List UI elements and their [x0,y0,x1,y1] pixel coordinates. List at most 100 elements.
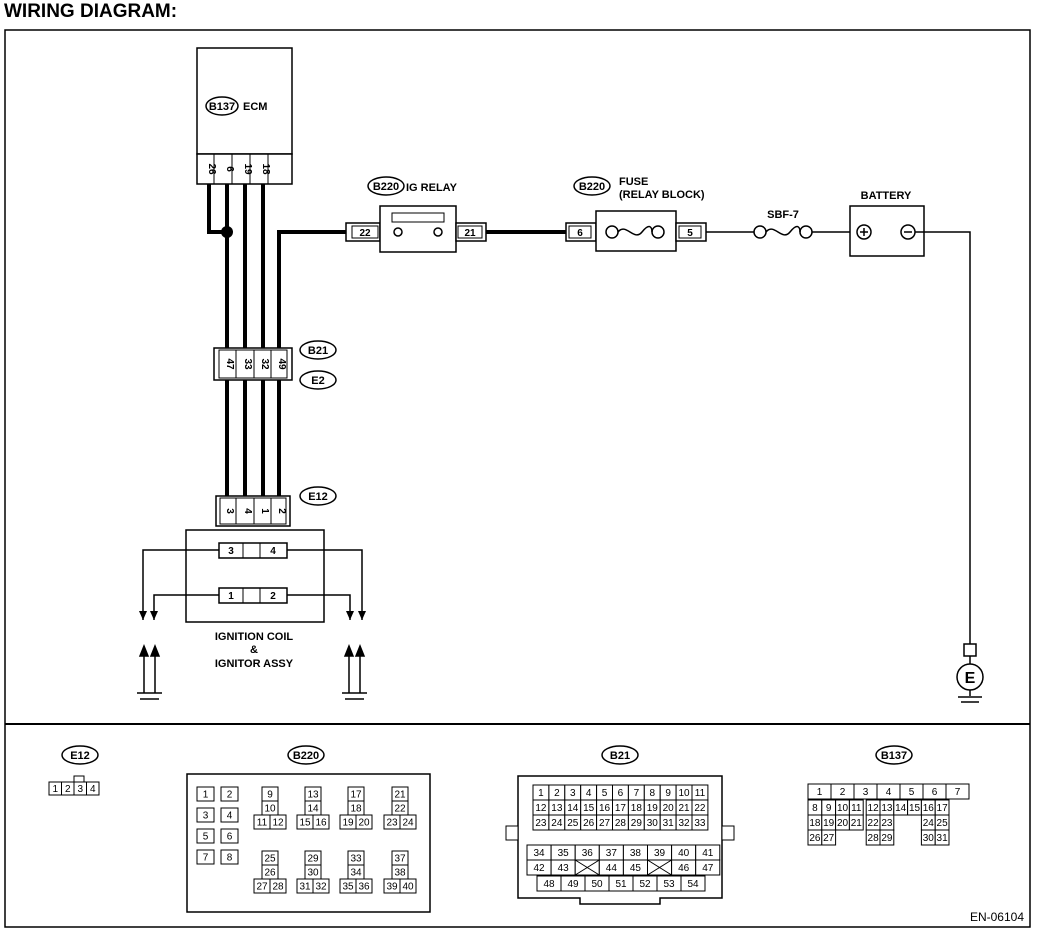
b21-terminal: 44 [598,859,624,876]
svg-text:35: 35 [558,848,570,859]
svg-text:15: 15 [909,803,921,814]
svg-text:18: 18 [350,804,362,815]
svg-text:12: 12 [272,818,284,829]
b21-terminal: 29 [627,814,645,831]
svg-text:29: 29 [631,818,643,829]
svg-text:27: 27 [256,882,268,893]
b137-terminal: 13 [879,799,895,816]
ecm-pin: 19 [242,163,253,175]
svg-text:54: 54 [687,879,699,890]
b220-terminal: 18 [347,800,365,816]
b137-terminal: 22 [865,814,881,831]
b21-terminal: 34 [526,844,552,861]
svg-text:7: 7 [634,788,640,799]
b137-terminal: 29 [879,829,895,846]
svg-text:41: 41 [702,848,714,859]
svg-text:2: 2 [65,784,71,795]
b21-terminal: 42 [526,859,552,876]
b21-terminal: 54 [680,875,706,892]
svg-text:9: 9 [665,788,671,799]
b21-terminal: 32 [675,814,693,831]
svg-text:11: 11 [695,788,706,799]
fuse-label-line1: FUSE [619,176,648,188]
b137-terminal: 9 [821,799,837,816]
b137-terminal: 7 [945,783,970,800]
e12-pin: 2 [276,508,287,514]
view-b21-tag: B21 [610,750,630,762]
b137-terminal: 23 [879,814,895,831]
b137-terminal: 28 [865,829,881,846]
svg-text:2: 2 [840,787,846,798]
ecm-unit: B137 ECM 26 6 19 18 [196,47,293,185]
b21-terminal: 12 [532,799,550,816]
svg-text:24: 24 [402,818,414,829]
b21-terminal: 43 [550,859,576,876]
b21-terminal: 33 [691,814,709,831]
svg-text:22: 22 [694,803,706,814]
svg-text:40: 40 [678,848,690,859]
ign-pin: 4 [270,546,276,557]
svg-text:19: 19 [823,818,835,829]
b220-terminal: 26 [261,864,279,880]
svg-text:16: 16 [315,818,327,829]
b21-terminal: 46 [671,859,697,876]
b220-terminal: 3 [196,807,215,823]
b220-terminal: 8 [220,849,239,865]
ign-pin: 1 [228,591,234,602]
ignition-coil-ignitor-assy: 3 4 1 2 IGNITION COIL & IGNITOR ASSY [185,529,325,670]
ig-relay-pin-left: 22 [359,228,371,239]
svg-text:9: 9 [267,790,273,801]
b21-terminal: 48 [536,875,562,892]
b21-terminal: 23 [532,814,550,831]
svg-text:10: 10 [837,803,849,814]
svg-text:31: 31 [299,882,311,893]
ecm-pin: 18 [260,163,271,175]
svg-text:26: 26 [264,868,276,879]
svg-text:18: 18 [631,803,643,814]
svg-text:1: 1 [817,787,823,798]
b21-terminal: 27 [596,814,613,831]
b137-terminal: 1 [807,783,832,800]
svg-text:34: 34 [533,848,545,859]
b21-terminal: 47 [695,859,721,876]
sbf-label: SBF-7 [767,209,799,221]
svg-text:3: 3 [203,811,209,822]
svg-text:25: 25 [567,818,579,829]
view-e12-tag: E12 [70,750,90,762]
b220-terminal: 21 [391,786,409,802]
svg-text:17: 17 [350,790,362,801]
b220-terminal: 6 [220,828,239,844]
b21-terminal: 52 [632,875,658,892]
b137-terminal: 8 [807,799,823,816]
b220-terminal: 31 [296,878,314,894]
svg-text:51: 51 [615,879,627,890]
svg-text:43: 43 [558,863,570,874]
b220-terminal: 35 [339,878,357,894]
e12-tag: E12 [308,491,328,503]
b220-terminal: 28 [269,878,287,894]
b220-terminal: 10 [261,800,279,816]
svg-text:6: 6 [618,788,624,799]
svg-text:7: 7 [955,787,961,798]
b21-blocked-terminal [647,859,673,876]
b21-terminal: 3 [564,784,582,801]
svg-text:18: 18 [809,818,821,829]
b21-terminal: 1 [532,784,550,801]
b21-terminal: 14 [564,799,582,816]
b220-terminal: 20 [355,814,373,830]
svg-text:5: 5 [602,788,608,799]
b220-terminal: 23 [383,814,401,830]
ground-e: E [956,643,984,703]
b137-terminal: 20 [835,814,850,831]
svg-text:6: 6 [932,787,938,798]
b137-terminal: 17 [934,799,950,816]
ground-icon-right [342,643,367,700]
b137-terminal: 27 [821,829,837,846]
ecm-pin: 6 [224,166,235,172]
b21-terminal: 9 [659,784,677,801]
ignition-label-line3: IGNITOR ASSY [215,658,294,670]
svg-text:36: 36 [582,848,594,859]
svg-text:3: 3 [570,788,576,799]
svg-text:50: 50 [591,879,603,890]
